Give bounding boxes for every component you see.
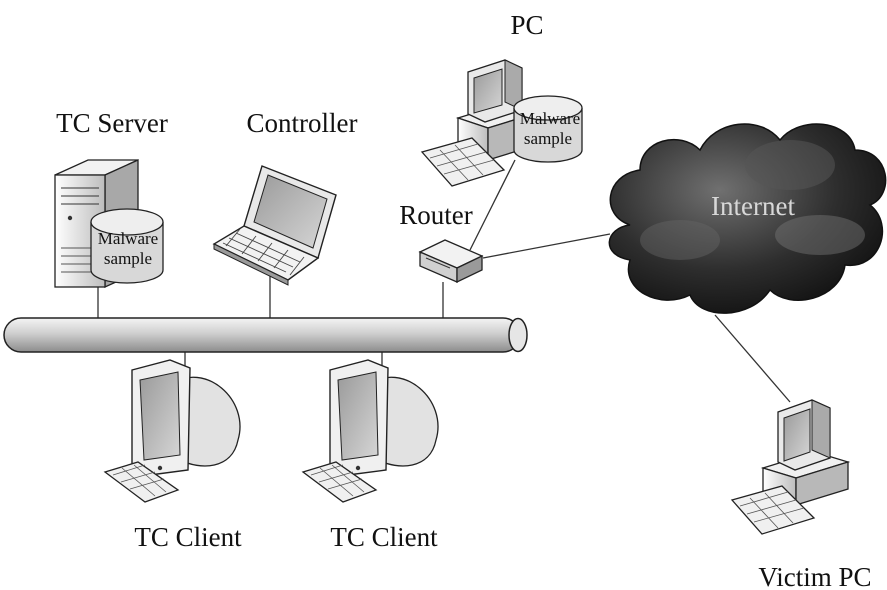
- crt-monitor-icon: [301, 359, 439, 503]
- database-cylinder-icon: [90, 208, 164, 284]
- pc-malware-label-2: sample: [524, 129, 572, 148]
- server-malware-label-2: sample: [104, 249, 152, 268]
- pc-label: PC: [510, 10, 543, 40]
- server-malware-label-1: Malware: [98, 229, 158, 248]
- internet-victim-link: [714, 314, 791, 403]
- desktop-pc-icon: [730, 399, 851, 535]
- router-internet-link: [482, 233, 611, 259]
- network-bus: [3, 317, 528, 353]
- tc-client-2-label: TC Client: [330, 522, 438, 552]
- laptop-icon: [212, 165, 337, 286]
- internet-label: Internet: [711, 191, 795, 221]
- pc-malware-label-1: Malware: [520, 109, 580, 128]
- router-label: Router: [399, 200, 473, 230]
- database-cylinder-icon: [513, 95, 583, 163]
- router-icon: [418, 239, 484, 284]
- tc-server-label: TC Server: [56, 108, 168, 138]
- controller-label: Controller: [247, 108, 358, 138]
- connections: [97, 159, 791, 403]
- cloud-icon: [608, 123, 887, 314]
- router-pc-link: [469, 159, 516, 251]
- victim-pc-label: Victim PC: [758, 562, 871, 590]
- tc-client-1-label: TC Client: [134, 522, 242, 552]
- crt-monitor-icon: [103, 359, 241, 503]
